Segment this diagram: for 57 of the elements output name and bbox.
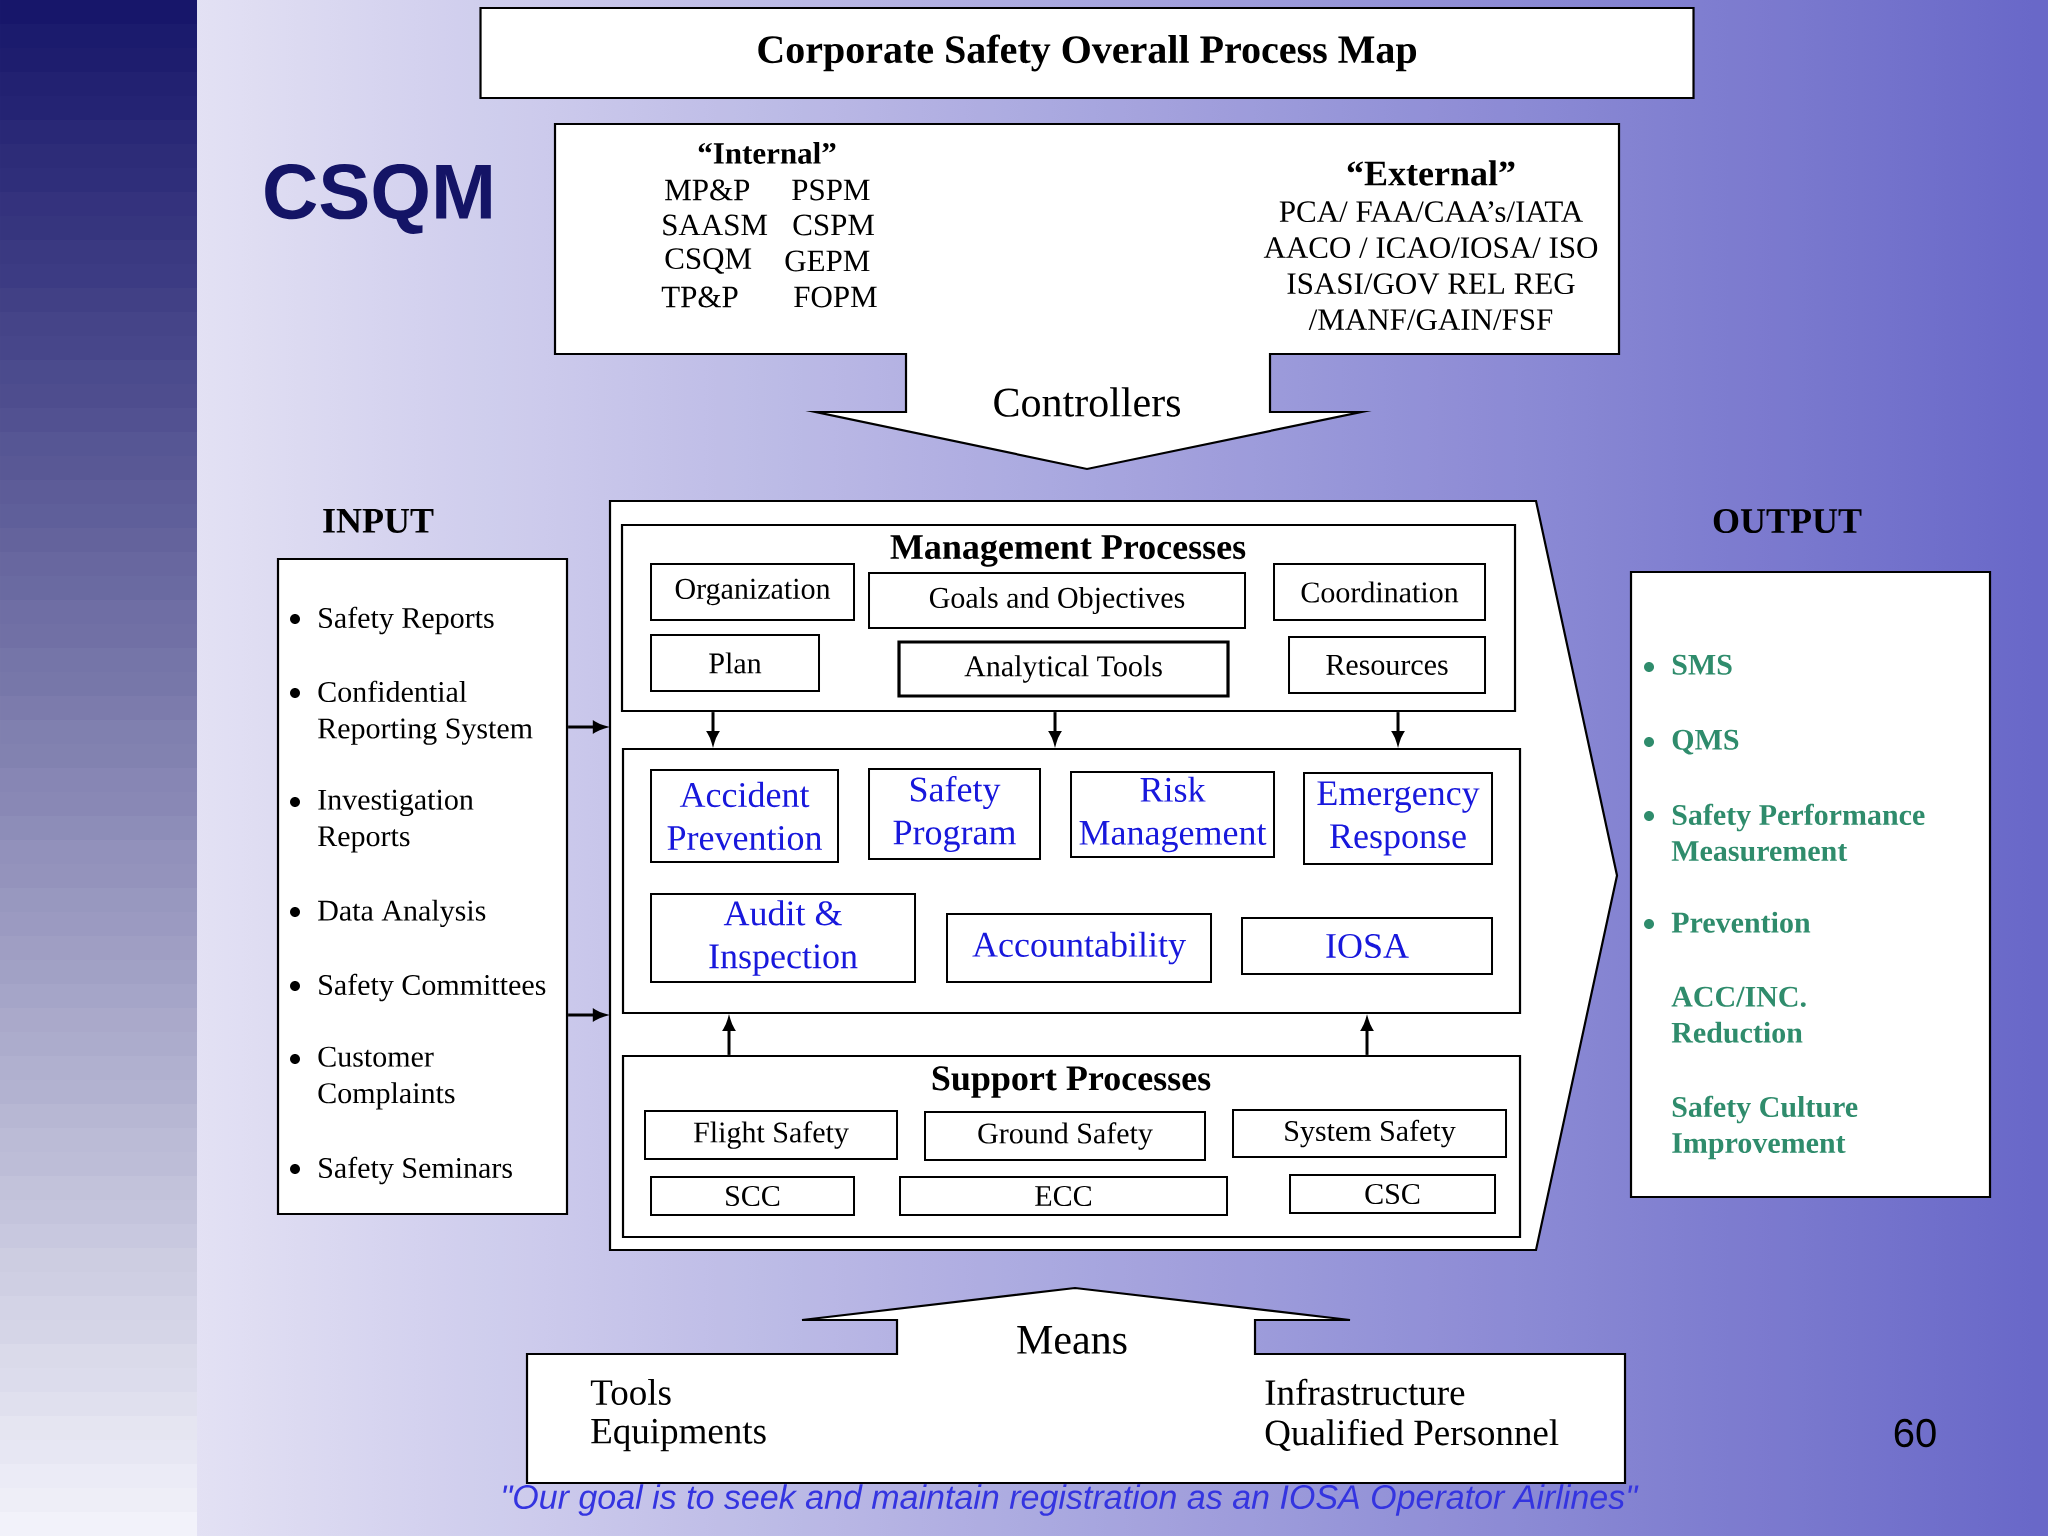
process-box: Accountability bbox=[946, 913, 1212, 983]
panel-heading: OUTPUT bbox=[1713, 508, 1862, 534]
process-box: Flight Safety bbox=[644, 1110, 898, 1160]
list-item: PSPM bbox=[792, 179, 870, 201]
page-number: 60 bbox=[1894, 1418, 1936, 1448]
body-text: PCA/ FAA/CAA’s/IATA AACO / ICAO/IOSA/ ISO ISASI/GOV REL REG /MANF/GAIN/FSF bbox=[1263, 201, 1598, 331]
list-item: Safety Performance Measurement bbox=[1671, 803, 1925, 862]
process-box: Plan bbox=[650, 634, 820, 692]
list-item: SAASM bbox=[663, 214, 768, 236]
process-box: Audit & Inspection bbox=[650, 893, 916, 983]
list-item: GEPM bbox=[785, 250, 870, 272]
list-item: Infrastructure bbox=[1265, 1378, 1465, 1406]
process-box: SCC bbox=[650, 1176, 855, 1216]
process-box: Resources bbox=[1288, 636, 1486, 694]
list-item: SMS bbox=[1672, 654, 1732, 675]
list-item: Tools bbox=[590, 1379, 671, 1405]
process-box: System Safety bbox=[1232, 1109, 1507, 1158]
process-box: Risk Management bbox=[1070, 771, 1275, 858]
list-item: QMS bbox=[1672, 729, 1739, 755]
group-heading: Management Processes bbox=[890, 535, 1246, 567]
process-box: Organization bbox=[650, 563, 855, 621]
process-box: Safety Program bbox=[868, 768, 1041, 860]
list-item: Safety Committees bbox=[319, 973, 546, 1002]
list-item: MP&P bbox=[665, 179, 750, 201]
list-item: ACC/INC. Reduction bbox=[1671, 986, 1806, 1043]
arrow bbox=[568, 1009, 606, 1021]
list-item: Qualified Personnel bbox=[1265, 1419, 1559, 1451]
list-item: Safety Reports bbox=[319, 606, 494, 635]
process-box: Analytical Tools bbox=[897, 640, 1230, 698]
list-item: TP&P bbox=[661, 286, 738, 308]
process-box: Coordination bbox=[1273, 563, 1486, 621]
list-item: FOPM bbox=[794, 286, 877, 308]
arrow bbox=[568, 721, 606, 733]
list-item: Customer Complaints bbox=[318, 1046, 455, 1110]
group-heading: Support Processes bbox=[932, 1066, 1211, 1098]
column-heading: “External” bbox=[1347, 160, 1515, 186]
panel-heading: INPUT bbox=[323, 509, 434, 533]
process-box: Goals and Objectives bbox=[868, 572, 1246, 629]
list-item: Prevention bbox=[1671, 911, 1811, 933]
list-item: Safety Seminars bbox=[319, 1156, 512, 1185]
list-item: CSQM bbox=[665, 248, 752, 274]
arrow-label: Controllers bbox=[994, 387, 1180, 417]
list-item: Equipments bbox=[591, 1418, 766, 1452]
column-heading: “Internal” bbox=[698, 142, 836, 164]
process-box: IOSA bbox=[1241, 917, 1493, 975]
arrow-label: Means bbox=[1017, 1326, 1127, 1354]
list-item: Data Analysis bbox=[318, 899, 486, 927]
process-box: Emergency Response bbox=[1303, 772, 1493, 865]
process-box: CSC bbox=[1289, 1174, 1496, 1214]
title-box: Corporate Safety Overall Process Map bbox=[479, 6, 1695, 100]
list-item: CSPM bbox=[793, 214, 874, 236]
process-box: Accident Prevention bbox=[650, 769, 839, 863]
list-item: Confidential Reporting System bbox=[318, 680, 533, 745]
list-item: Safety Culture Improvement bbox=[1672, 1095, 1858, 1160]
process-box: ECC bbox=[899, 1176, 1228, 1216]
process-box: Ground Safety bbox=[924, 1111, 1206, 1161]
list-item: Investigation Reports bbox=[318, 789, 474, 853]
